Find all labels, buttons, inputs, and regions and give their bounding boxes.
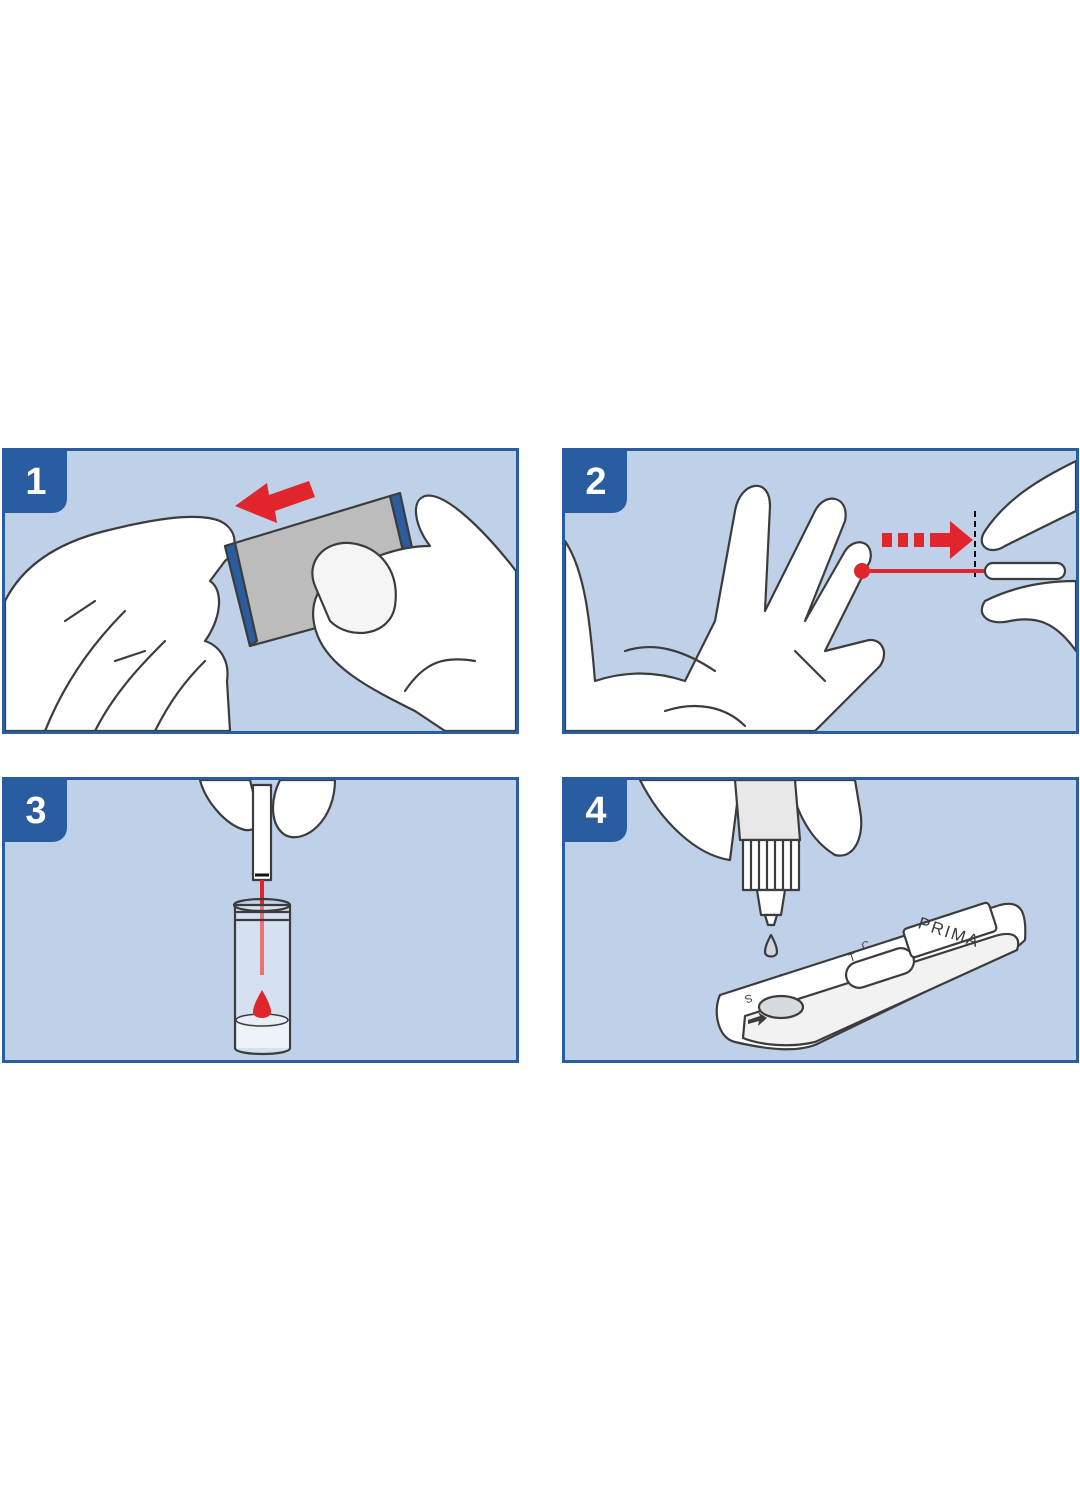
step-2-badge: 2 xyxy=(565,451,627,513)
red-droplet xyxy=(253,990,271,1018)
step-4-illustration: PRIMA C T S xyxy=(638,780,1027,1051)
step-2-illustration xyxy=(565,459,1076,731)
step-1-panel: 1 xyxy=(2,448,519,734)
dropper-bottle xyxy=(733,780,802,842)
blood-drop xyxy=(854,563,870,579)
step-3-panel: 3 xyxy=(2,777,519,1063)
holding-fingers xyxy=(198,780,261,832)
dashed-red-arrow xyxy=(882,521,973,559)
step-4-badge: 4 xyxy=(565,780,627,842)
mark-t: T xyxy=(847,951,857,965)
step-1-illustration xyxy=(5,481,516,731)
arrow-mark-icon xyxy=(748,1012,767,1026)
red-arrow xyxy=(235,481,315,523)
mark-s: S xyxy=(743,991,754,1005)
step-2-panel: 2 xyxy=(562,448,1079,734)
falling-drop xyxy=(763,933,779,958)
left-hand xyxy=(5,515,236,731)
mark-c: C xyxy=(860,939,871,953)
step-1-badge: 1 xyxy=(5,451,67,513)
step-4-panel: 4 PRIMA C T S xyxy=(562,777,1079,1063)
step-3-badge: 3 xyxy=(5,780,67,842)
step-3-illustration xyxy=(198,780,337,1056)
pipette xyxy=(251,783,273,882)
open-hand xyxy=(565,484,886,731)
squeezing-hand xyxy=(638,780,742,862)
